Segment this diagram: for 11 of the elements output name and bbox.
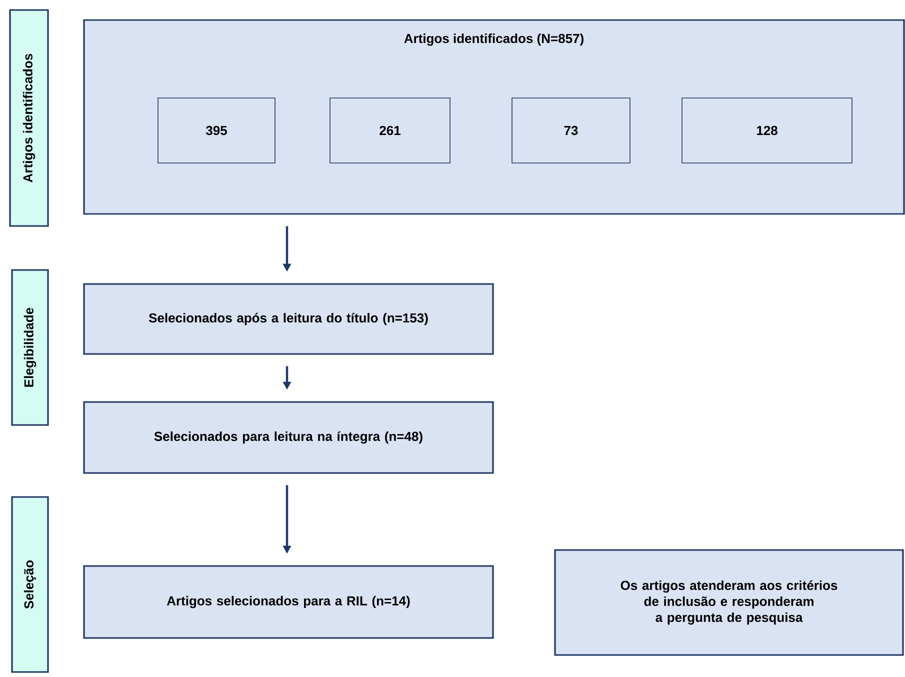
note-box: Os artigos atenderam aos critérios de inclusão e responderam a pergunta de pesquisa: [554, 549, 904, 656]
process-box: Selecionados após a leitura do título (n=153): [83, 283, 494, 355]
stage-label: Elegibilidade: [11, 269, 49, 426]
source-box: 128: [682, 98, 852, 164]
source-box: 395: [158, 98, 276, 164]
process-box: Artigos selecionados para a RIL (n=14): [83, 565, 494, 639]
source-box: 73: [512, 98, 630, 164]
source-box: 261: [330, 98, 450, 164]
stage-label: Artigos identificados: [9, 9, 49, 227]
stage-label: Seleção: [11, 496, 49, 673]
process-box: Selecionados para leitura na íntegra (n=48): [83, 401, 494, 474]
